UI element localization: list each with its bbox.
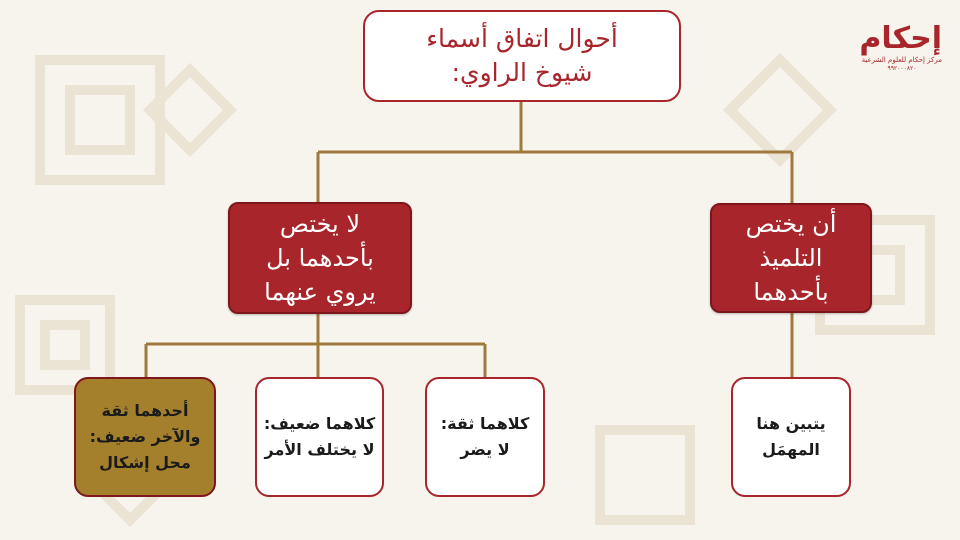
root-node-text: أحوال اتفاق أسماء شيوخ الراوي: xyxy=(426,24,618,87)
ihkam-logo: إحكام مركز إحكام للعلوم الشرعية ٩٩٢٠٠٠٨٢… xyxy=(859,21,943,92)
leaf-muhmal-text: يتبين هنا المهمَل xyxy=(756,414,826,459)
leaf-both-weak: كلاهما ضعيف: لا يختلف الأمر xyxy=(255,377,384,497)
leaf-one-trusted-one-weak: أحدهما ثقة والآخر ضعيف: محل إشكال xyxy=(74,377,216,497)
leaf-muhmal: يتبين هنا المهمَل xyxy=(731,377,851,497)
leaf-both-weak-text: كلاهما ضعيف: لا يختلف الأمر xyxy=(263,414,376,459)
root-node: أحوال اتفاق أسماء شيوخ الراوي: xyxy=(363,10,681,102)
branch-not-specific-text: لا يختص بأحدهما بل يروي عنهما xyxy=(264,210,376,306)
branch-specific-node: أن يختص التلميذ بأحدهما xyxy=(710,203,872,313)
logo-number: ٩٩٢٠٠٠٨٢٠ xyxy=(887,65,917,72)
logo-subtitle: مركز إحكام للعلوم الشرعية xyxy=(861,56,942,64)
leaf-both-trusted: كلاهما ثقة: لا يضر xyxy=(425,377,545,497)
branch-not-specific-node: لا يختص بأحدهما بل يروي عنهما xyxy=(228,202,412,314)
logo-mark: إحكام xyxy=(859,21,943,56)
leaf-both-trusted-text: كلاهما ثقة: لا يضر xyxy=(440,414,530,459)
branch-specific-text: أن يختص التلميذ بأحدهما xyxy=(745,210,837,306)
leaf-one-trusted-one-weak-text: أحدهما ثقة والآخر ضعيف: محل إشكال xyxy=(89,401,201,472)
